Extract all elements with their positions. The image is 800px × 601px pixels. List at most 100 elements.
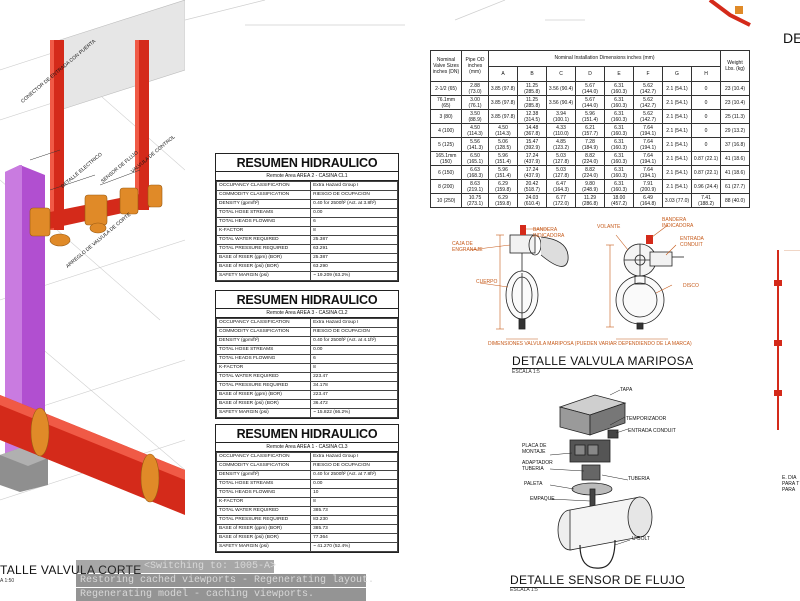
flow-scale: ESCALA 1:5 bbox=[510, 587, 538, 593]
table-cell: 88 (40.0) bbox=[720, 193, 750, 208]
table-cell: 3.00 (76.1) bbox=[461, 95, 489, 110]
row-key: OCCUPANCY CLASSIFICATION bbox=[215, 318, 312, 328]
row-key: TOTAL HEADS FLOWING bbox=[215, 488, 312, 498]
row-value: 223.47 bbox=[310, 390, 398, 400]
table-cell: 7.64 (194.1) bbox=[633, 123, 663, 138]
row-value: 0.40 for 2500ft² (Act. at 4.1ft²) bbox=[310, 336, 398, 346]
table-cell: 11.25 (285.8) bbox=[517, 95, 547, 110]
row-value: 10 bbox=[310, 488, 398, 498]
table-cell: 23 (10.4) bbox=[720, 95, 750, 110]
left-view-heading: TALLE VALVULA CORTE bbox=[0, 563, 142, 577]
row-key: COMMODITY CLASSIFICATION bbox=[215, 461, 312, 471]
table-cell: 2-1/2 (65) bbox=[430, 81, 462, 96]
row-value: 8 bbox=[310, 363, 398, 373]
table-cell: 15.47 (392.9) bbox=[517, 137, 547, 152]
table-row: BASE of RISER (gpm) (BOR)385.73 bbox=[215, 524, 398, 534]
background-geometry bbox=[185, 0, 751, 27]
row-key: DENSITY (gpm/ft²) bbox=[215, 199, 312, 209]
row-value: 0.40 for 2500ft² (Act. at 7.8ft²) bbox=[310, 470, 398, 480]
table-row: SAFETY MARGIN (psi)~ 15.822 (66.2%) bbox=[215, 408, 398, 418]
row-key: K-FACTOR bbox=[215, 226, 312, 236]
table-cell: 6.31 (160.3) bbox=[604, 109, 634, 124]
table-cell: 0 bbox=[691, 137, 721, 152]
col-valve-size: Nominal Valve Sizes inches (DN) bbox=[430, 50, 462, 82]
summary-table-1: RESUMEN HIDRAULICO Remote Area AREA 2 - … bbox=[215, 153, 399, 282]
row-value: 385.73 bbox=[310, 506, 398, 516]
table-cell: 6.29 (159.8) bbox=[488, 193, 518, 208]
row-value: 36.472 bbox=[310, 399, 398, 409]
row-value: 25.387 bbox=[310, 253, 398, 263]
table-cell: 10 (250) bbox=[430, 193, 462, 208]
label-tuberia: TUBERIA bbox=[628, 476, 650, 482]
label-caja: CAJA DE ENGRANAJE bbox=[452, 241, 483, 253]
table-cell: 5.67 (144.0) bbox=[575, 81, 605, 96]
table-cell: 4.33 (110.0) bbox=[546, 123, 576, 138]
summary-title: RESUMEN HIDRAULICO bbox=[216, 154, 398, 172]
col-pipe-od: Pipe OD inches (mm) bbox=[461, 50, 489, 82]
table-cell: 24.03 (610.4) bbox=[517, 193, 547, 208]
table-cell: 6.50 (165.1) bbox=[461, 151, 489, 166]
table-cell: 3 (80) bbox=[430, 109, 462, 124]
row-key: TOTAL PRESSURE REQUIRED bbox=[215, 515, 312, 525]
table-cell: 3.85 (97.8) bbox=[488, 95, 518, 110]
col-weight: Weight Lbs. (kg) bbox=[720, 50, 750, 82]
table-cell: 6.31 (160.3) bbox=[604, 137, 634, 152]
table-cell: 20.42 (518.7) bbox=[517, 179, 547, 194]
summary-table-2: RESUMEN HIDRAULICO Remote Area AREA 3 - … bbox=[215, 290, 399, 419]
label-disco: DISCO bbox=[683, 283, 699, 289]
table-cell: 5.96 (151.4) bbox=[488, 165, 518, 180]
row-key: BASE of RISER (psi) (BOR) bbox=[215, 533, 312, 543]
isometric-riser-view bbox=[0, 0, 185, 515]
table-cell: 4.50 (114.3) bbox=[488, 123, 518, 138]
right-edge-drawing bbox=[774, 250, 800, 430]
table-cell: 4.85 (123.2) bbox=[546, 137, 576, 152]
col-letter: G bbox=[662, 65, 692, 82]
table-cell: 8.82 (224.0) bbox=[575, 165, 605, 180]
row-key: OCCUPANCY CLASSIFICATION bbox=[215, 452, 312, 462]
row-key: DENSITY (gpm/ft²) bbox=[215, 470, 312, 480]
row-key: DENSITY (gpm/ft²) bbox=[215, 336, 312, 346]
col-letter: H bbox=[691, 65, 721, 82]
table-cell: 4.50 (114.3) bbox=[461, 123, 489, 138]
row-value: RIESGO DE OCUPACION bbox=[310, 190, 398, 200]
table-cell: 6.31 (160.3) bbox=[604, 81, 634, 96]
table-cell: 0 bbox=[691, 95, 721, 110]
table-cell: 5.62 (142.7) bbox=[633, 81, 663, 96]
label-empaque: EMPAQUE bbox=[530, 496, 555, 502]
table-cell: 6.47 (164.3) bbox=[546, 179, 576, 194]
table-cell: 2.1 (54.1) bbox=[662, 179, 692, 194]
label-bandera: BANDERA INDICADORA bbox=[533, 227, 565, 239]
table-row: DENSITY (gpm/ft²)0.40 for 2500ft² (Act. … bbox=[215, 470, 398, 480]
row-key: BASE of RISER (psi) (BOR) bbox=[215, 399, 312, 409]
table-row: 5 (125)5.56 (141.3)5.06 (128.5)15.47 (39… bbox=[430, 137, 750, 152]
table-cell: 5.03 (127.8) bbox=[546, 165, 576, 180]
summary-title: RESUMEN HIDRAULICO bbox=[216, 291, 398, 309]
table-row: BASE of RISER (gpm) (BOR)25.387 bbox=[215, 253, 398, 263]
row-key: COMMODITY CLASSIFICATION bbox=[215, 327, 312, 337]
table-row: 10 (250)10.75 (273.1)6.29 (159.8)24.03 (… bbox=[430, 193, 750, 208]
table-cell: 2.1 (54.1) bbox=[662, 123, 692, 138]
col-letter: C bbox=[546, 65, 576, 82]
table-cell: 0.96 (24.4) bbox=[691, 179, 721, 194]
label-entrada: ENTRADA CONDUIT bbox=[680, 236, 704, 248]
table-cell: 41 (18.6) bbox=[720, 151, 750, 166]
row-value: ~ 41.270 (52.4%) bbox=[310, 542, 398, 552]
table-cell: 7.64 (194.1) bbox=[633, 151, 663, 166]
table-cell: 2.1 (54.1) bbox=[662, 165, 692, 180]
table-cell: 41 (18.6) bbox=[720, 165, 750, 180]
command-history: <Switching to: 1005-A> Restoring cached … bbox=[76, 560, 374, 601]
table-row: DENSITY (gpm/ft²)0.40 for 2500ft² (Act. … bbox=[215, 199, 398, 209]
row-key: OCCUPANCY CLASSIFICATION bbox=[215, 181, 312, 191]
label-cuerpo: CUERPO bbox=[476, 279, 498, 285]
table-row: SAFETY MARGIN (psi)~ 41.270 (52.4%) bbox=[215, 542, 398, 552]
table-row: 3 (80)3.50 (88.9)3.85 (97.8)12.38 (314.5… bbox=[430, 109, 750, 124]
table-cell: 6.77 (172.0) bbox=[546, 193, 576, 208]
